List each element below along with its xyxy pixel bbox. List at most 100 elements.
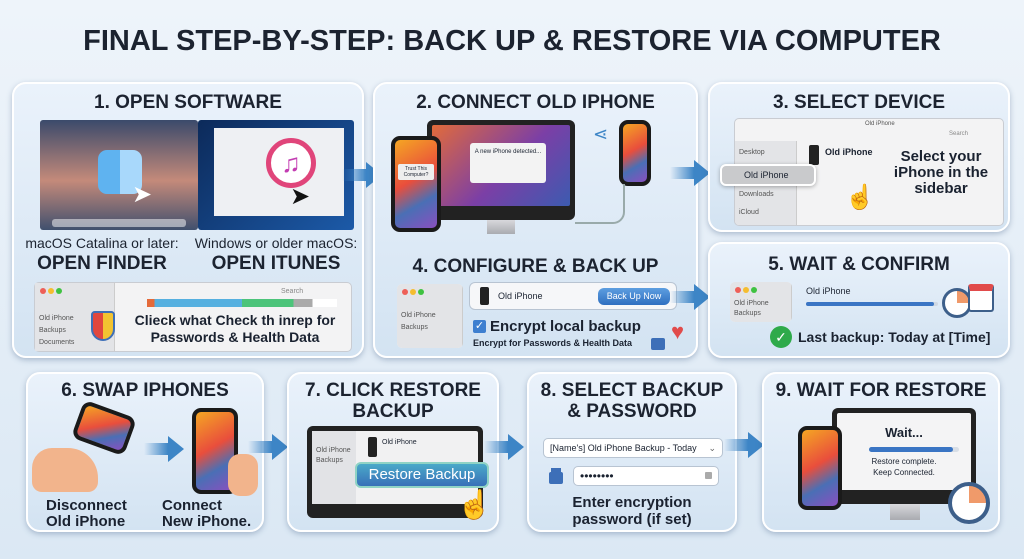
sidebar-item[interactable]: Backups <box>401 324 428 331</box>
backup-status: Last backup: Today at [Time] <box>798 329 991 345</box>
finder-icon <box>98 150 142 194</box>
step-4-heading: 4. CONFIGURE & BACK UP <box>412 256 659 277</box>
mac-action: OPEN FINDER <box>37 253 167 274</box>
status-line-1: Restore complete. <box>871 457 937 466</box>
sidebar-item[interactable]: iCloud <box>739 209 759 216</box>
sidebar-item[interactable]: Old iPhone <box>734 300 769 307</box>
finder-window: Old iPhone Backups <box>397 284 463 348</box>
step-9-panel: 9. WAIT FOR RESTORE Wait... Restore comp… <box>762 372 1000 532</box>
hand-image <box>228 454 258 496</box>
calendar-icon <box>968 284 994 312</box>
step-7-heading-2: BACKUP <box>352 401 434 422</box>
old-iphone-image: Trust This Computer? <box>391 136 441 232</box>
old-iphone-image <box>70 399 138 457</box>
step-3-panel: 3. SELECT DEVICE Old iPhone Search Deskt… <box>708 82 1010 232</box>
arrow-icon <box>484 434 524 460</box>
backup-progress-fill <box>806 302 935 306</box>
search-field[interactable]: Search <box>949 131 969 137</box>
restore-progress-fill <box>869 447 953 452</box>
step-2-heading: 2. CONNECT OLD IPHONE <box>416 92 655 113</box>
itunes-icon: ♫ <box>266 138 316 188</box>
encrypt-note: Encrypt for Passwords & Health Data <box>473 338 633 348</box>
window-title: Old iPhone <box>865 121 895 127</box>
arrow-icon <box>248 434 288 460</box>
step-6-heading: 6. SWAP IPHONES <box>61 380 229 401</box>
arrow-icon <box>144 436 184 462</box>
encrypt-checkbox[interactable]: ✓ <box>473 320 486 333</box>
encrypt-label[interactable]: Encrypt local backup <box>490 318 641 335</box>
restore-progress-track <box>869 447 959 452</box>
monitor-image: A new iPhone detected... <box>427 120 575 220</box>
lock-icon <box>549 472 563 484</box>
windows-desktop-image: ♫ ➤ <box>198 120 354 230</box>
lock-icon <box>651 338 665 350</box>
step-6-panel: 6. SWAP IPHONES Disconnect Old iPhone Co… <box>26 372 264 532</box>
step-3-heading: 3. SELECT DEVICE <box>772 92 946 113</box>
page-title: FINAL STEP-BY-STEP: BACK UP & RESTORE VI… <box>83 25 941 57</box>
device-name: Old iPhone <box>806 286 851 296</box>
back-up-now-button[interactable]: Back Up Now <box>598 288 670 305</box>
cursor-icon: ➤ <box>290 183 311 210</box>
sidebar-item[interactable]: Documents <box>39 339 75 346</box>
clock-icon <box>948 482 990 524</box>
sidebar-item[interactable]: Downloads <box>739 191 774 198</box>
step-7-panel: 7. CLICK RESTORE BACKUP Old iPhone Backu… <box>287 372 499 532</box>
connect-line-1: Connect <box>162 497 222 514</box>
step-5-panel: 5. WAIT & CONFIRM Old iPhone Backups Old… <box>708 242 1010 358</box>
instruction: Select your iPhone in the sidebar <box>893 148 989 197</box>
device-name: Old iPhone <box>825 147 873 157</box>
sidebar-item[interactable]: Backups <box>734 310 761 317</box>
sidebar-item[interactable]: Old iPhone <box>39 315 74 322</box>
cable-icon <box>575 184 625 224</box>
arrow-icon <box>670 284 710 310</box>
finder-window: Old iPhone Backups <box>730 282 792 322</box>
step-8-heading-1: 8. SELECT BACKUP <box>540 380 724 401</box>
share-icon: ⋖ <box>593 124 609 144</box>
hand-cursor-icon: ☝ <box>457 489 492 520</box>
heart-icon: ♥ <box>671 319 685 344</box>
step-5-heading: 5. WAIT & CONFIRM <box>768 254 950 275</box>
finder-window: Old iPhone Backups Documents Search Clie… <box>34 282 352 352</box>
storage-bar <box>147 299 337 307</box>
macos-desktop-image: ➤ <box>40 120 198 230</box>
step-1-panel: 1. OPEN SOFTWARE ➤ ♫ ➤ macOS Catalina or… <box>12 82 364 358</box>
windows-action: OPEN ITUNES <box>211 253 341 274</box>
chevron-down-icon: ⌄ <box>708 443 716 453</box>
backup-progress-track <box>806 302 938 306</box>
wait-text: Wait... <box>885 425 923 440</box>
step-1-heading: 1. OPEN SOFTWARE <box>94 92 282 113</box>
disconnect-line-1: Disconnect <box>46 497 127 514</box>
sidebar-item[interactable]: Old iPhone <box>316 447 351 454</box>
sidebar-item-old-iphone[interactable]: Old iPhone <box>720 164 816 186</box>
password-field[interactable]: •••••••• <box>573 466 719 486</box>
backup-select-value: [Name's] Old iPhone Backup - Today <box>550 443 697 453</box>
device-icon <box>368 437 377 457</box>
success-check-icon: ✓ <box>770 326 792 348</box>
password-value: •••••••• <box>580 469 614 483</box>
dock <box>52 219 186 227</box>
device-name: Old iPhone <box>382 439 417 446</box>
sidebar-item[interactable]: Backups <box>316 457 343 464</box>
detection-dialog: A new iPhone detected... <box>470 143 546 183</box>
trust-prompt: Trust This Computer? <box>398 164 434 180</box>
search-field[interactable]: Search <box>281 288 304 295</box>
restore-backup-button[interactable]: Restore Backup <box>355 462 489 488</box>
sidebar-item[interactable]: Backups <box>39 327 66 334</box>
monitor-image: Wait... Restore complete. Keep Connected… <box>832 408 976 504</box>
disconnect-line-2: Old iPhone <box>46 513 126 530</box>
backup-select[interactable]: [Name's] Old iPhone Backup - Today ⌄ <box>543 438 723 458</box>
step-2-4-panel: 2. CONNECT OLD IPHONE A new iPhone detec… <box>373 82 698 358</box>
phone-icon <box>480 287 489 305</box>
sidebar-label: Old iPhone <box>744 170 789 180</box>
step-8-heading-2: & PASSWORD <box>567 401 697 422</box>
status-line-2: Keep Connected. <box>873 468 935 477</box>
device-name: Old iPhone <box>498 291 543 301</box>
hand-with-cable-image <box>32 448 98 492</box>
sidebar-item[interactable]: Old iPhone <box>401 312 436 319</box>
arrow-icon <box>670 160 710 186</box>
sidebar-item[interactable]: Desktop <box>739 149 765 156</box>
device-icon <box>809 145 819 165</box>
iphone-image <box>619 120 651 186</box>
arrow-icon <box>724 432 764 458</box>
shield-icon <box>91 311 115 341</box>
